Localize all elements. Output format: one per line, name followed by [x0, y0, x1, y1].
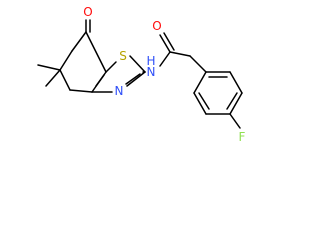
bond-c7a-c7 — [85, 31, 107, 73]
atom-n-thiazole: N — [115, 84, 124, 98]
bond-ar2-ar3 — [229, 71, 243, 94]
bond-ar5-ar6-inner — [198, 92, 210, 110]
bond-ar6-ar1 — [193, 71, 207, 94]
bond-c5-methyl-1 — [37, 64, 61, 71]
bond-carbonyl-ch2 — [169, 51, 191, 57]
bond-c7a-s — [105, 61, 117, 73]
bond-s-c2 — [129, 55, 146, 73]
bond-c2-n3 — [126, 71, 146, 87]
atom-n-amide: N — [147, 65, 156, 79]
bond-ar5-ar6 — [193, 92, 207, 115]
bond-ar4-f — [229, 113, 241, 129]
bond-c2-n3-double — [125, 73, 141, 85]
bond-carbonyl-o — [159, 34, 171, 53]
bond-nh-carbonyl — [159, 51, 171, 67]
bond-c7-c6 — [71, 31, 87, 52]
bond-c4-c3a — [69, 89, 93, 93]
atom-h-amide: H — [146, 54, 155, 68]
bond-ar3-ar4 — [229, 92, 243, 115]
bond-ar3-ar4-inner — [226, 92, 238, 110]
atom-s-thiazole: S — [119, 49, 127, 63]
bond-c5-methyl-2 — [45, 69, 61, 87]
structure-diagram: O S N N H O F — [37, 5, 246, 144]
atom-labels: O S N N H O F — [83, 5, 245, 144]
atom-o-amide: O — [152, 19, 161, 33]
bond-c3a-c7a-inner — [95, 74, 105, 87]
bonds — [37, 19, 243, 129]
bond-ch2-aryl — [189, 55, 207, 73]
bond-c5-c4 — [59, 69, 71, 91]
bond-carbonyl-o-double — [163, 32, 175, 51]
atom-o-ketone: O — [83, 5, 92, 19]
bond-c6-c5 — [59, 50, 73, 71]
atom-f: F — [239, 130, 246, 144]
